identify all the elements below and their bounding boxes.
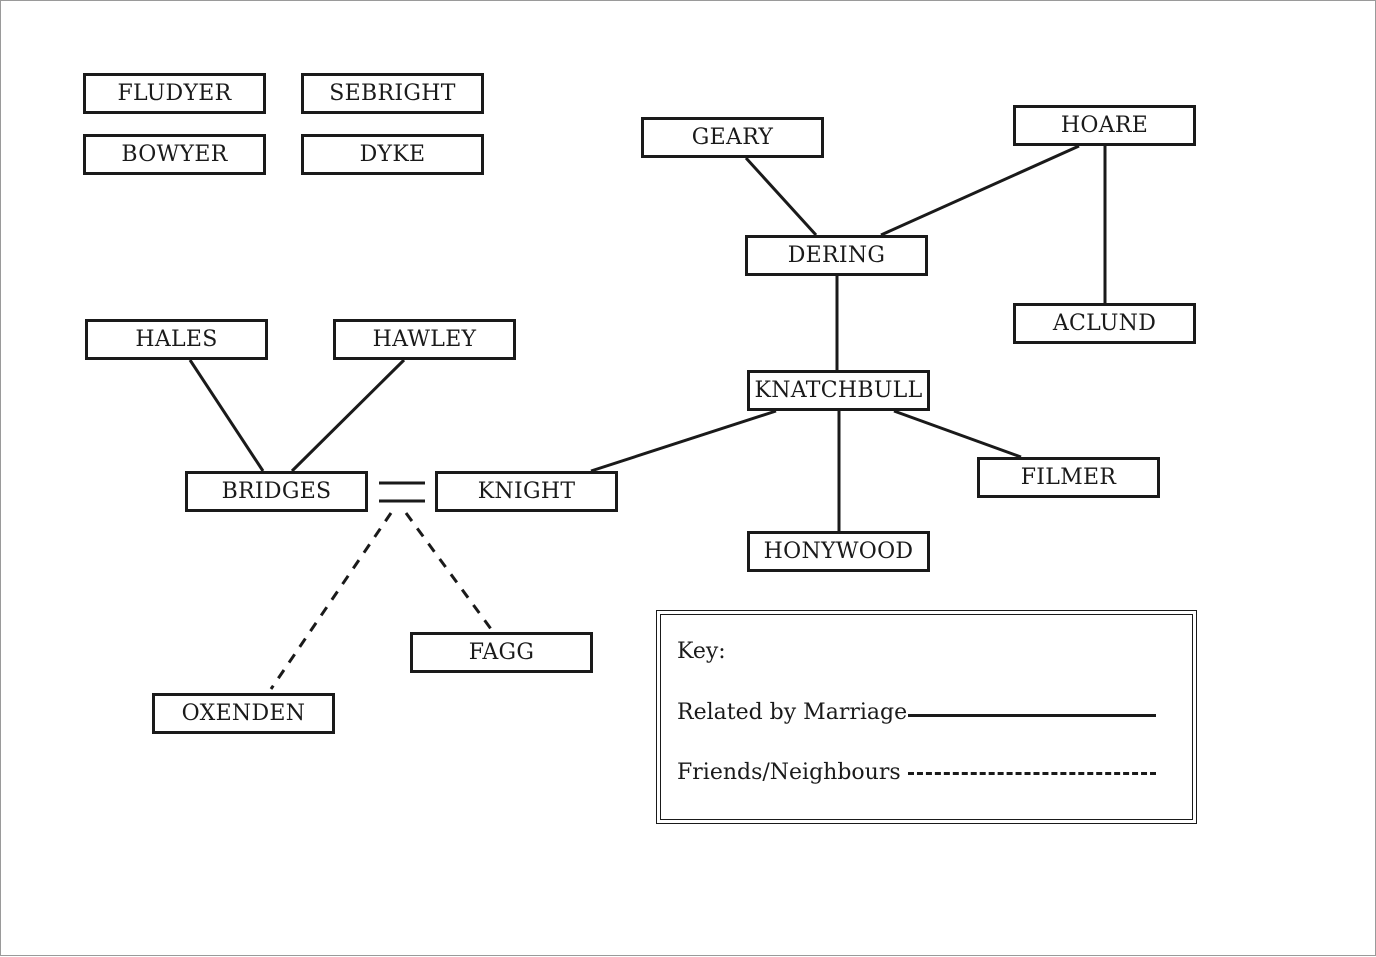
friend-lines: [269, 512, 493, 690]
family-bridges: BRIDGES: [185, 471, 368, 512]
family-geary: GEARY: [641, 117, 824, 158]
marriage-lines: [188, 144, 1107, 531]
link-knatchbull-filmer: [893, 409, 1022, 459]
link-bridges-knight-fagg: [404, 512, 493, 630]
legend-friends-label: Friends/Neighbours: [677, 760, 901, 785]
family-knight: KNIGHT: [435, 471, 618, 512]
legend-marriage-line: [908, 714, 1156, 717]
link-knatchbull-knight: [590, 409, 777, 473]
link-hoare-dering: [880, 144, 1080, 237]
legend-box: Key: Related by Marriage Friends/Neighbo…: [656, 610, 1197, 824]
family-hoare: HOARE: [1013, 105, 1196, 146]
legend-marriage-label: Related by Marriage: [677, 700, 908, 725]
family-knatchbull: KNATCHBULL: [747, 370, 930, 411]
family-sebright: SEBRIGHT: [301, 73, 484, 114]
family-fludyer: FLUDYER: [83, 73, 266, 114]
family-dyke: DYKE: [301, 134, 484, 175]
family-bowyer: BOWYER: [83, 134, 266, 175]
family-filmer: FILMER: [977, 457, 1160, 498]
link-bridges-knight-oxenden: [269, 512, 393, 690]
legend-title: Key:: [677, 639, 726, 664]
family-aclund: ACLUND: [1013, 303, 1196, 344]
family-oxenden: OXENDEN: [152, 693, 335, 734]
link-hales-bridges: [188, 359, 265, 472]
family-fagg: FAGG: [410, 632, 593, 673]
family-dering: DERING: [745, 235, 928, 276]
legend-friends-line: [908, 772, 1156, 775]
family-hawley: HAWLEY: [333, 319, 516, 360]
family-hales: HALES: [85, 319, 268, 360]
family-honywood: HONYWOOD: [747, 531, 930, 572]
link-geary-dering: [744, 156, 818, 237]
link-hawley-bridges: [290, 358, 406, 473]
legend-inner-border: [660, 614, 1193, 820]
